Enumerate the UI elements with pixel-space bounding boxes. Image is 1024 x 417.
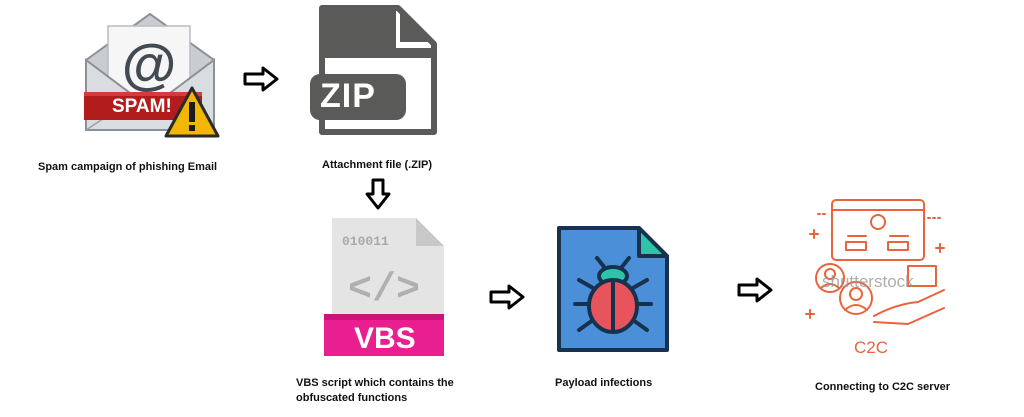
step-label-c2c: Connecting to C2C server [815,381,951,393]
spam-email-icon: @ SPAM! [80,8,220,143]
spam-banner-text: SPAM! [112,96,172,117]
bug-file-icon [555,224,671,354]
vbs-file-icon: </> 010011 VBS [318,214,458,364]
c2c-badge-text: C2C [854,338,889,357]
c2c-server-icon: shutterstock C2C [800,190,954,368]
step-label-vbs-line-1: VBS script which contains the [296,377,454,389]
step-label-payload: Payload infections [555,377,653,389]
zip-file-icon: ZIP [302,4,442,139]
step-label-zip: Attachment file (.ZIP) [322,159,433,171]
step-label-vbs-line-2: obfuscated functions [296,392,408,404]
svg-text:</>: </> [348,268,420,313]
step-label-spam: Spam campaign of phishing Email [38,161,218,173]
watermark-text: shutterstock [822,272,914,291]
arrow-down-icon [365,178,391,210]
arrow-right-icon [737,277,773,303]
arrow-right-icon [489,284,525,310]
arrow-right-icon [243,66,279,92]
vbs-badge-text: VBS [354,322,416,355]
svg-text:@: @ [122,32,177,95]
zip-badge-text: ZIP [320,77,376,115]
vbs-code-text: 010011 [342,234,389,249]
step-label-vbs: VBS script which contains the obfuscated… [296,376,454,406]
